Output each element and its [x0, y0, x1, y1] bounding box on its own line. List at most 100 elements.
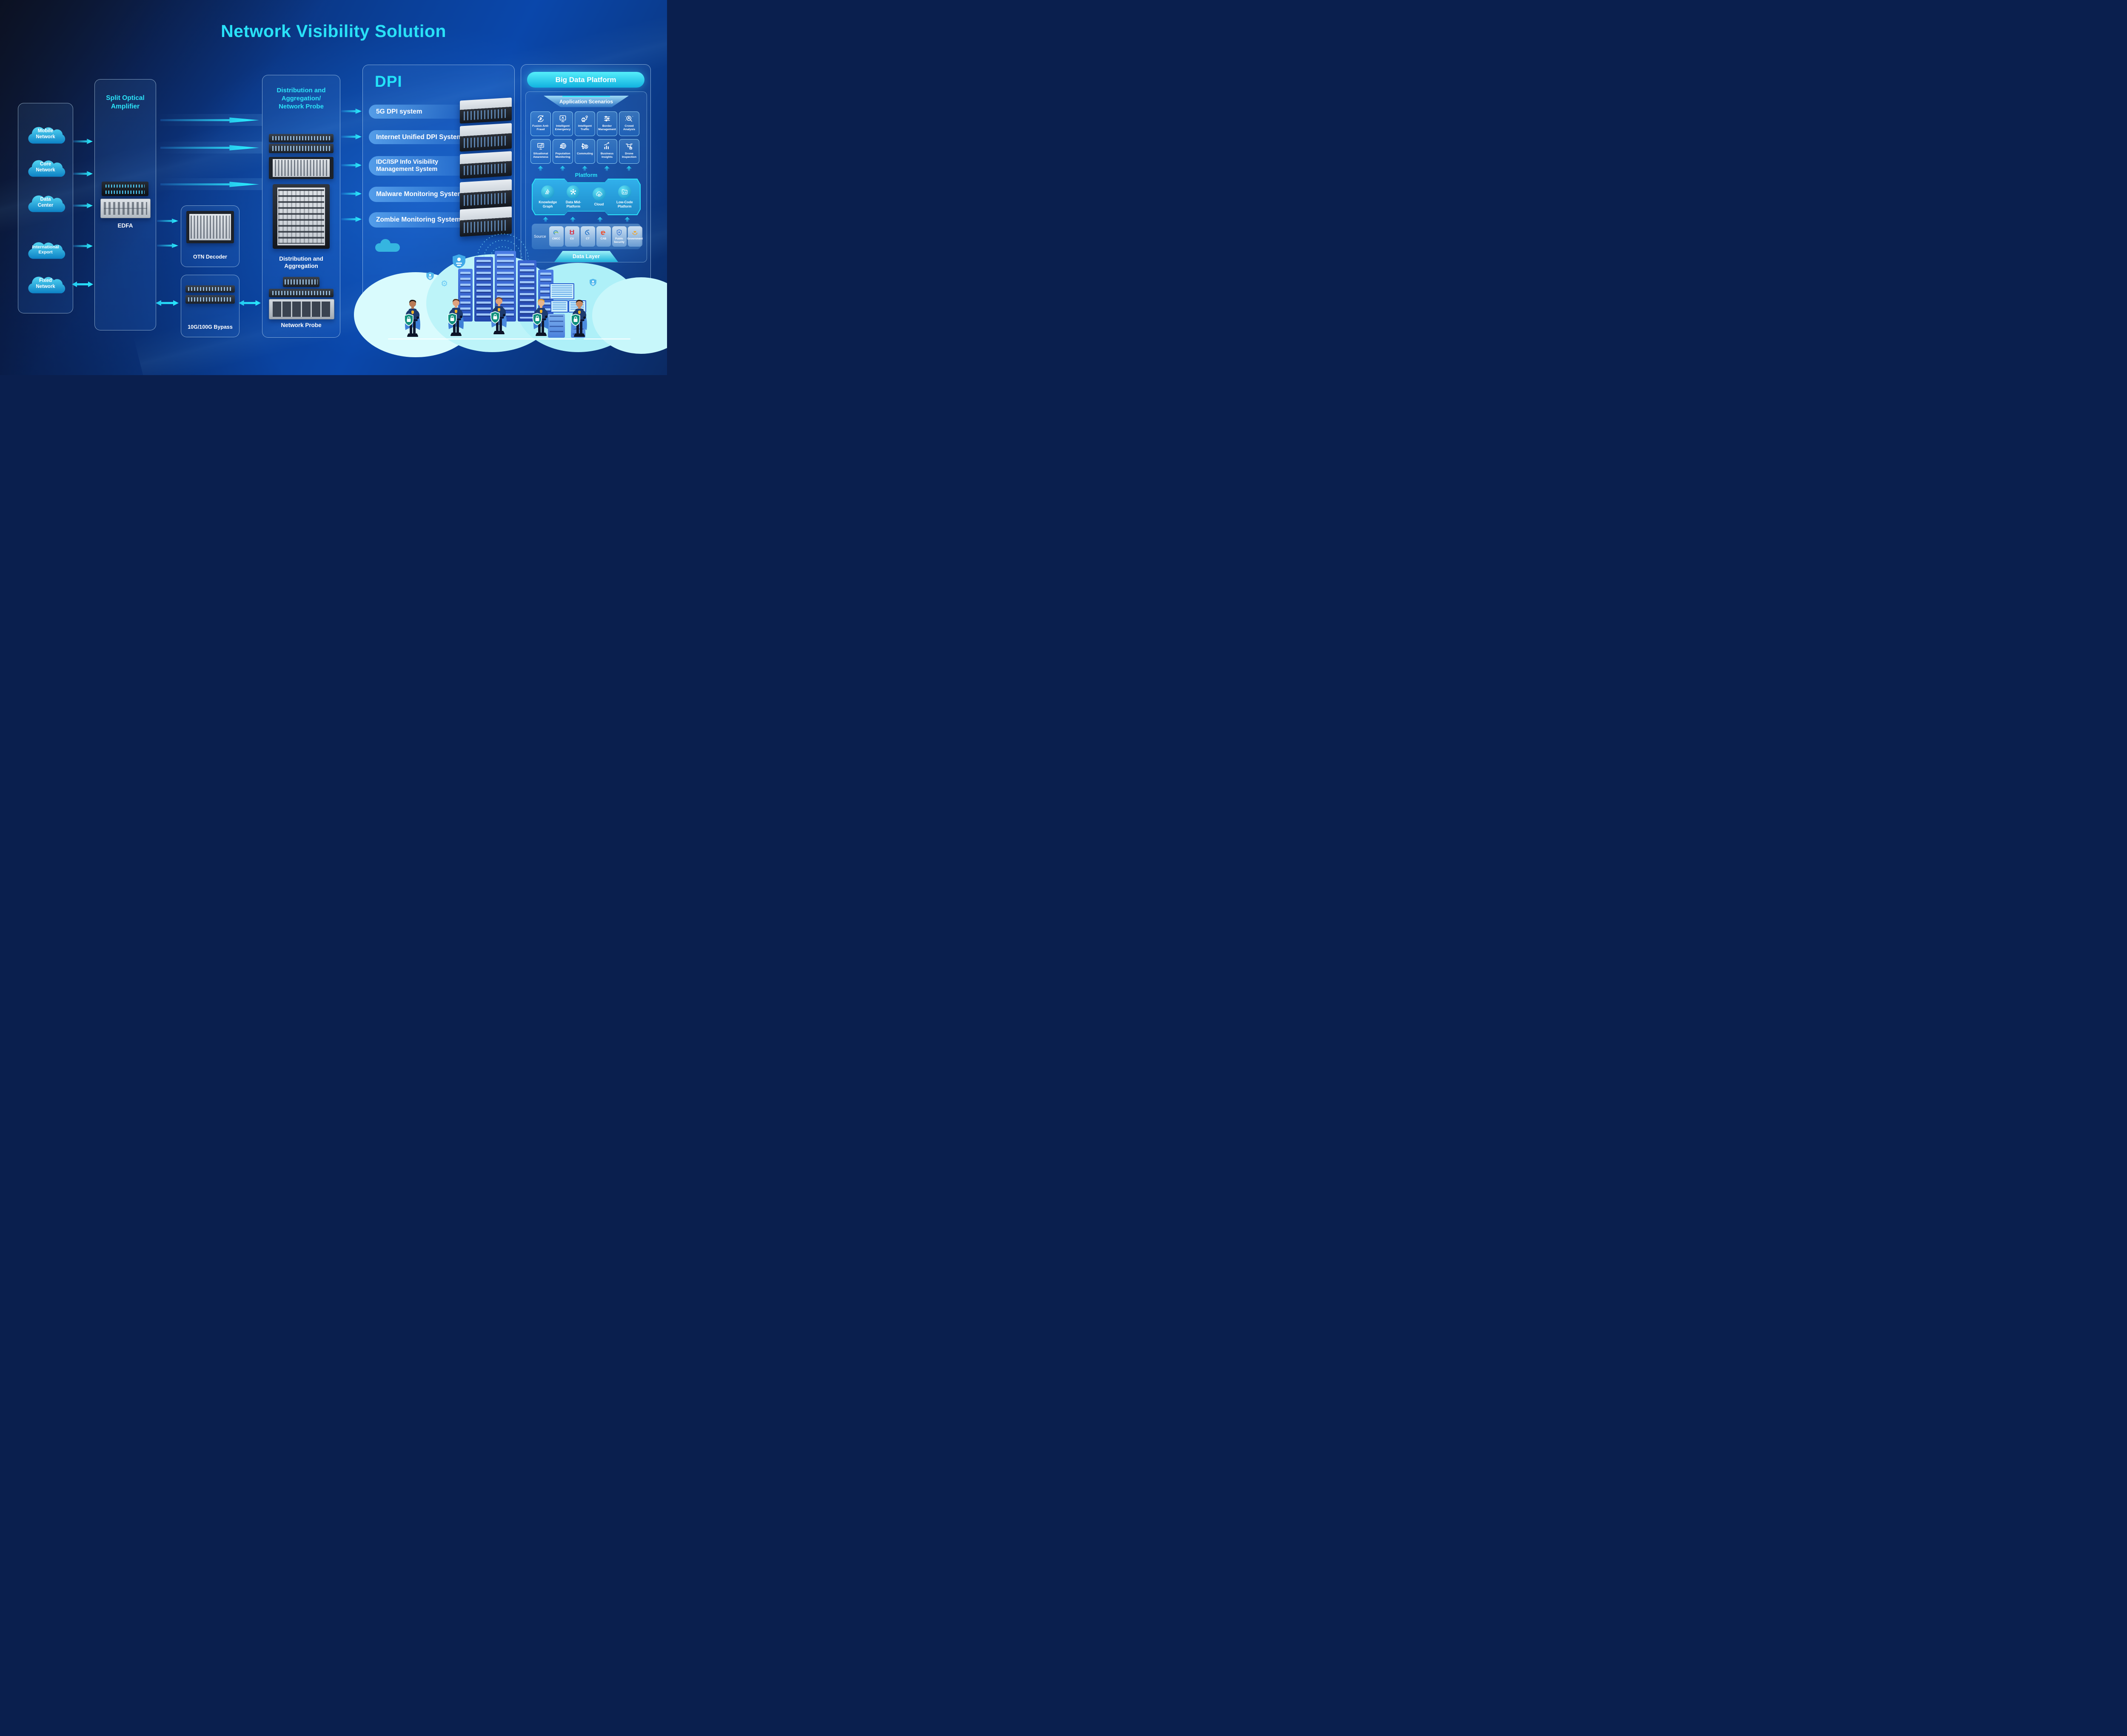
split-optical-amplifier-panel: Split Optical Amplifier EDFA	[94, 79, 156, 330]
cab-logo	[601, 231, 605, 235]
source-name: Public Security	[614, 237, 624, 244]
arrow-distribution-to-dpi-4	[341, 191, 362, 196]
platform-item: Data Mid-Platform	[561, 185, 586, 208]
scenario-card: Drone Inspection	[619, 139, 639, 164]
scenario-card: Commuting	[575, 139, 595, 164]
dpi-panel: DPI 5G DPI system Internet Unified DPI S…	[362, 65, 515, 339]
edfa-device-image	[102, 182, 148, 196]
traffic-pin-icon	[581, 115, 588, 122]
platform-item-label: Data Mid-Platform	[565, 200, 581, 208]
amplifier-title: Split Optical Amplifier	[106, 94, 145, 110]
platform-item-label: Knowledge Graph	[539, 200, 557, 208]
dpi-server-image-4	[460, 179, 512, 210]
dpi-server-image-5	[460, 206, 512, 237]
probe-switch-image	[269, 289, 334, 297]
scenario-label: Border Management	[598, 125, 616, 131]
cloud-data-center: Data Center	[22, 189, 69, 215]
arrow-distribution-to-dpi-2	[341, 134, 362, 139]
arrow-mobile-to-amplifier	[73, 139, 93, 144]
source-card-ct: CT	[580, 226, 595, 247]
probe-storage-image	[269, 299, 334, 319]
scenario-label: Intelligent Traffic	[578, 125, 592, 131]
aggregation-switch-image-2	[269, 144, 334, 153]
otn-decoder-device-image	[186, 211, 234, 243]
cloud-icon	[28, 242, 66, 259]
access-networks-panel: Mobile Network Core Network Data Center …	[18, 103, 73, 313]
scenario-label: Business Insights	[600, 152, 614, 159]
application-scenarios-banner: Application Scenarios	[544, 96, 629, 107]
scenario-card: Business Insights	[597, 139, 617, 164]
arrow-distribution-to-dpi-5	[341, 216, 362, 222]
scenario-card: Crowd Analysis	[619, 111, 639, 136]
distribution-panel: Distribution and Aggregation/ Network Pr…	[262, 75, 340, 338]
sliders-icon	[604, 116, 610, 122]
big-data-platform-panel: Big Data Platform Application Scenarios …	[521, 64, 651, 339]
source-name: CAB	[600, 237, 607, 240]
bar-chart-icon	[604, 142, 609, 149]
crowd-search-icon	[625, 116, 633, 122]
scenario-card: Population Monitoring	[553, 139, 573, 164]
scenario-label: Fusion Anti-Fraud	[532, 125, 549, 131]
arrow-fixed-bidirectional	[72, 281, 93, 287]
source-name: CMCC	[552, 237, 560, 240]
big-data-platform-body: Application Scenarios Fusion Anti-Fraud …	[525, 91, 647, 262]
platform-title: Platform	[575, 172, 598, 178]
ct-logo	[585, 230, 590, 235]
arrow-up-icon	[582, 166, 587, 171]
source-name: CT	[586, 237, 590, 240]
cloud-fixed-network: Fixed Network	[22, 270, 69, 296]
data-hub-icon	[570, 189, 576, 195]
cloud-mobile-network: Mobile Network	[22, 121, 69, 146]
cloud-core-network: Core Network	[22, 154, 69, 179]
cloud-icon	[28, 195, 66, 212]
arrow-export-to-amplifier	[73, 243, 93, 249]
big-data-platform-title: Big Data Platform	[527, 72, 644, 88]
arrow-up-icon	[597, 217, 603, 222]
dpi-system-pill: Malware Monitoring System	[369, 187, 476, 202]
distribution-title: Distribution and Aggregation/ Network Pr…	[277, 87, 326, 111]
arrow-datacenter-to-amplifier	[73, 203, 93, 208]
cu-logo	[570, 230, 574, 235]
arrow-bypass-distribution-bidirectional	[239, 300, 261, 306]
arrow-up-icon	[543, 217, 548, 222]
arrow-up-icon	[626, 166, 632, 171]
aggregation-chassis-image	[269, 157, 334, 179]
dpi-server-image-1	[460, 97, 512, 124]
arrow-up-icon	[604, 166, 610, 171]
source-card-cab: CAB	[596, 226, 611, 247]
cloud-label: Mobile Network	[36, 128, 55, 139]
commuting-network-icon	[581, 143, 588, 149]
source-card-cmcc: CMCC	[549, 226, 564, 247]
distribution-middle-label: Distribution and Aggregation	[279, 256, 323, 269]
cmcc-logo	[553, 230, 559, 235]
platform-item: Knowledge Graph	[535, 185, 561, 208]
network-probe-label: Network Probe	[281, 322, 322, 328]
data-source-row: Source CMCC CU CT CAB	[532, 224, 643, 249]
source-card-public-security: Public Security	[612, 226, 627, 247]
emergency-monitor-icon	[559, 115, 566, 122]
anti-fraud-icon	[538, 115, 544, 122]
low-code-icon	[622, 189, 627, 194]
source-card-cu: CU	[565, 226, 579, 247]
cloud-label: International Export	[32, 244, 59, 255]
hands-heart-icon	[632, 231, 638, 235]
knowledge-graph-icon	[545, 189, 550, 194]
otn-decoder-label: OTN Decoder	[193, 254, 227, 260]
bypass-label: 10G/100G Bypass	[188, 324, 233, 330]
dpi-title: DPI	[375, 73, 402, 90]
scenario-label: Drone Inspection	[622, 152, 636, 159]
data-layer-banner: Data Layer	[554, 251, 618, 262]
dashboard-monitor-icon	[537, 143, 544, 150]
dpi-server-image-2	[460, 123, 512, 152]
aggregation-switch-image-1	[269, 134, 334, 142]
arrow-up-icon	[624, 217, 630, 222]
arrow-amplifier-to-otn-1	[157, 219, 178, 223]
otn-decoder-panel: OTN Decoder	[181, 205, 240, 267]
cloud-icon	[28, 276, 66, 293]
source-name: CU	[570, 237, 574, 240]
arrow-distribution-to-dpi-3	[341, 162, 362, 168]
scenario-label: Intelligent Emergency	[555, 125, 571, 131]
arrow-up-icon	[538, 166, 543, 171]
drone-icon	[626, 143, 633, 150]
platform-item-label: Cloud	[594, 202, 604, 206]
